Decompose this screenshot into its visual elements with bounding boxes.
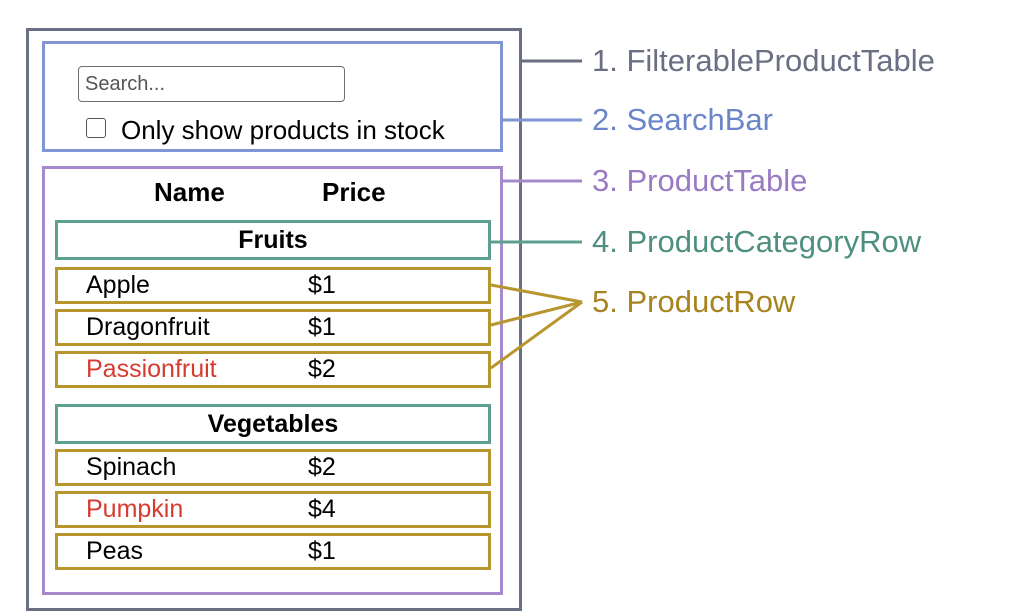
product-name: Dragonfruit: [86, 313, 210, 341]
product-category-row: Fruits: [55, 220, 491, 260]
product-name: Passionfruit: [86, 355, 217, 383]
product-price: $1: [308, 313, 336, 341]
category-name: Fruits: [238, 226, 308, 254]
column-header-price: Price: [322, 177, 386, 207]
search-bar-box: [42, 41, 503, 152]
product-price: $1: [308, 537, 336, 565]
product-row: Pumpkin $4: [55, 491, 491, 528]
product-table-box: [42, 166, 503, 595]
in-stock-label: Only show products in stock: [121, 115, 445, 145]
product-row: Spinach $2: [55, 449, 491, 486]
product-row: Dragonfruit $1: [55, 309, 491, 346]
product-category-row: Vegetables: [55, 404, 491, 444]
label-search-bar: 2. SearchBar: [592, 102, 773, 137]
column-header-name: Name: [154, 177, 225, 207]
product-row: Apple $1: [55, 267, 491, 304]
label-product-row: 5. ProductRow: [592, 284, 796, 319]
label-filterable-product-table: 1. FilterableProductTable: [592, 43, 935, 78]
product-name: Pumpkin: [86, 495, 184, 523]
label-product-table: 3. ProductTable: [592, 163, 808, 198]
product-price: $1: [308, 271, 336, 299]
search-input[interactable]: [78, 66, 345, 102]
product-name: Apple: [86, 271, 150, 299]
product-price: $4: [308, 495, 336, 523]
product-name: Spinach: [86, 453, 177, 481]
product-price: $2: [308, 453, 336, 481]
label-product-category-row: 4. ProductCategoryRow: [592, 224, 922, 259]
product-price: $2: [308, 355, 336, 383]
product-row: Passionfruit $2: [55, 351, 491, 388]
product-name: Peas: [86, 537, 143, 565]
category-name: Vegetables: [207, 410, 339, 438]
product-row: Peas $1: [55, 533, 491, 570]
in-stock-checkbox[interactable]: [86, 118, 106, 138]
